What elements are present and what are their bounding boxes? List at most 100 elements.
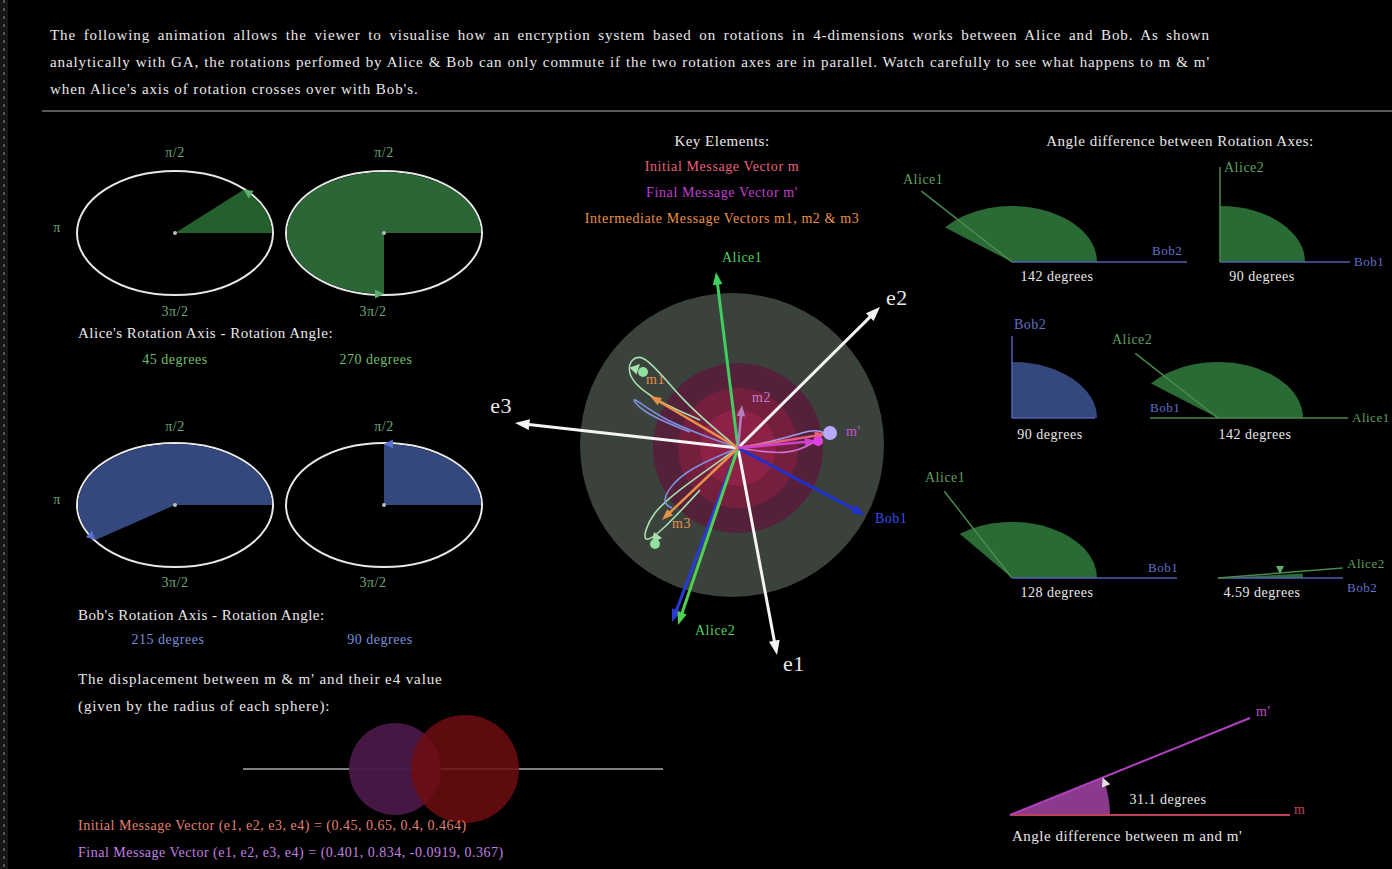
alice2-axis-head xyxy=(678,611,687,625)
bob-axis-pie-outline xyxy=(77,443,273,567)
vector-readout: Final Message Vector (e1, e2, e3, e4) = … xyxy=(78,845,504,862)
axis-mark: π/2 xyxy=(374,419,393,436)
m1-vector-head xyxy=(650,396,662,405)
legend-heading: Key Elements: xyxy=(674,132,769,150)
axis-line xyxy=(1011,336,1013,418)
bob-angle-pie-sector xyxy=(384,444,481,505)
message-angle-arrow xyxy=(1102,778,1110,788)
alice-axis-pie-sector xyxy=(175,190,272,233)
panel-heading: Angle difference between Rotation Axes: xyxy=(1046,132,1313,150)
basis-label: e2 xyxy=(886,285,908,311)
angle-value: 4.59 degrees xyxy=(1224,585,1301,602)
axis-label: Bob2 xyxy=(1014,317,1046,334)
angle-value: 90 degrees xyxy=(347,632,412,649)
m-tip-sphere xyxy=(823,426,837,440)
axis-line xyxy=(944,491,1012,578)
vector-label: m2 xyxy=(752,390,771,407)
vector-label: m xyxy=(1294,802,1305,819)
rotation-path-0 xyxy=(629,357,738,448)
axis-line xyxy=(1012,261,1187,263)
angle-value: 90 degrees xyxy=(1229,269,1294,286)
bob-axis-pie xyxy=(77,443,273,567)
note: The displacement between m & m' and thei… xyxy=(78,666,478,720)
alice-angle-pie-outline xyxy=(286,171,482,295)
e1-axis-shaft xyxy=(738,448,776,648)
axis-mark: π/2 xyxy=(165,419,184,436)
axis-label: Alice1 xyxy=(722,250,762,267)
axis-mark: π/2 xyxy=(374,145,393,162)
e2-axis-shaft xyxy=(738,312,875,448)
basis-label: e1 xyxy=(783,651,805,677)
border-strip xyxy=(0,0,8,869)
e1-axis-head xyxy=(769,640,780,655)
angle-sector xyxy=(1220,206,1305,262)
unit-sphere xyxy=(580,293,884,597)
header-rule xyxy=(42,110,1392,112)
axis-line xyxy=(1150,417,1348,419)
axis-angle-panel-2 xyxy=(1012,336,1097,418)
axis-label: Alice2 xyxy=(695,623,735,640)
vector-label: m3 xyxy=(672,516,691,533)
angle-sector xyxy=(945,206,1097,262)
bob-axis-pie-arrow xyxy=(86,531,96,540)
axis-label: Alice2 xyxy=(1347,556,1385,572)
axis-angle-panels xyxy=(921,167,1350,578)
intro-text: The following animation allows the viewe… xyxy=(50,22,1210,103)
axis-line xyxy=(921,191,1012,262)
axis-label: Bob2 xyxy=(1152,243,1182,259)
axis-line xyxy=(1220,261,1350,263)
bob-angle-pie xyxy=(286,440,482,568)
alice1-axis-head xyxy=(713,272,723,285)
alice-angle-pie-arrow xyxy=(375,290,384,299)
bob1-axis-head xyxy=(851,505,865,515)
angle-value: 128 degrees xyxy=(1021,585,1094,602)
vector-label: m' xyxy=(1256,704,1270,721)
angle-sector xyxy=(960,522,1097,578)
angle-sector xyxy=(1012,362,1097,418)
alice-angle-pie xyxy=(286,171,482,299)
axis-label: Bob1 xyxy=(1354,254,1384,270)
caption-note: Angle difference between m and m' xyxy=(1012,827,1242,845)
displacement-spheres xyxy=(243,715,663,823)
axis-line xyxy=(1012,577,1177,579)
axis-label: Alice2 xyxy=(1224,160,1264,177)
bob1-axis-shaft xyxy=(738,448,859,512)
e3-axis-head xyxy=(515,419,530,430)
initial-sphere xyxy=(411,715,519,823)
m-prime-tip-sphere xyxy=(813,436,823,446)
axis-mark: π xyxy=(53,492,61,509)
axis-angle-panel-5 xyxy=(1218,566,1343,578)
alice-axis-pie-outline xyxy=(77,171,273,295)
axis-label: Alice1 xyxy=(1352,410,1390,426)
bob-angle-pie-outline xyxy=(286,443,482,567)
angle-value: 90 degrees xyxy=(1017,427,1082,444)
m-vector-shaft xyxy=(738,435,820,448)
legend-text: Initial Message Vector m xyxy=(645,159,800,174)
axis-mark: 3π/2 xyxy=(360,575,387,592)
axis-label: Bob1 xyxy=(875,511,907,528)
axis-angle-panel-4 xyxy=(944,491,1177,578)
m-line xyxy=(1010,814,1290,816)
axis-label: Bob2 xyxy=(1347,580,1377,596)
axis-mark: π/2 xyxy=(165,145,184,162)
axis-label: Alice2 xyxy=(1112,332,1152,349)
angle-value: 142 degrees xyxy=(1021,269,1094,286)
alice2-axis-shaft xyxy=(680,448,738,619)
axis-label: Alice1 xyxy=(903,172,943,189)
legend-text: Final Message Vector m' xyxy=(646,185,798,200)
border-dashes xyxy=(3,0,5,869)
axis-label: Bob1 xyxy=(1150,400,1180,416)
alice-angle-pie-centre xyxy=(382,231,386,235)
axis-angle-panel-1 xyxy=(1220,167,1350,262)
alice-axis-pie-centre xyxy=(173,231,177,235)
axis-line xyxy=(1135,353,1218,418)
angle-arrow xyxy=(1276,566,1284,574)
alice-angle-pie-sector xyxy=(287,172,481,294)
rotation-figure xyxy=(515,272,884,655)
panel-heading: Alice's Rotation Axis - Rotation Angle: xyxy=(78,324,333,342)
alice-axis-pie xyxy=(77,171,273,295)
m3-tip-sphere xyxy=(650,539,660,549)
panel-heading: Bob's Rotation Axis - Rotation Angle: xyxy=(78,606,325,624)
